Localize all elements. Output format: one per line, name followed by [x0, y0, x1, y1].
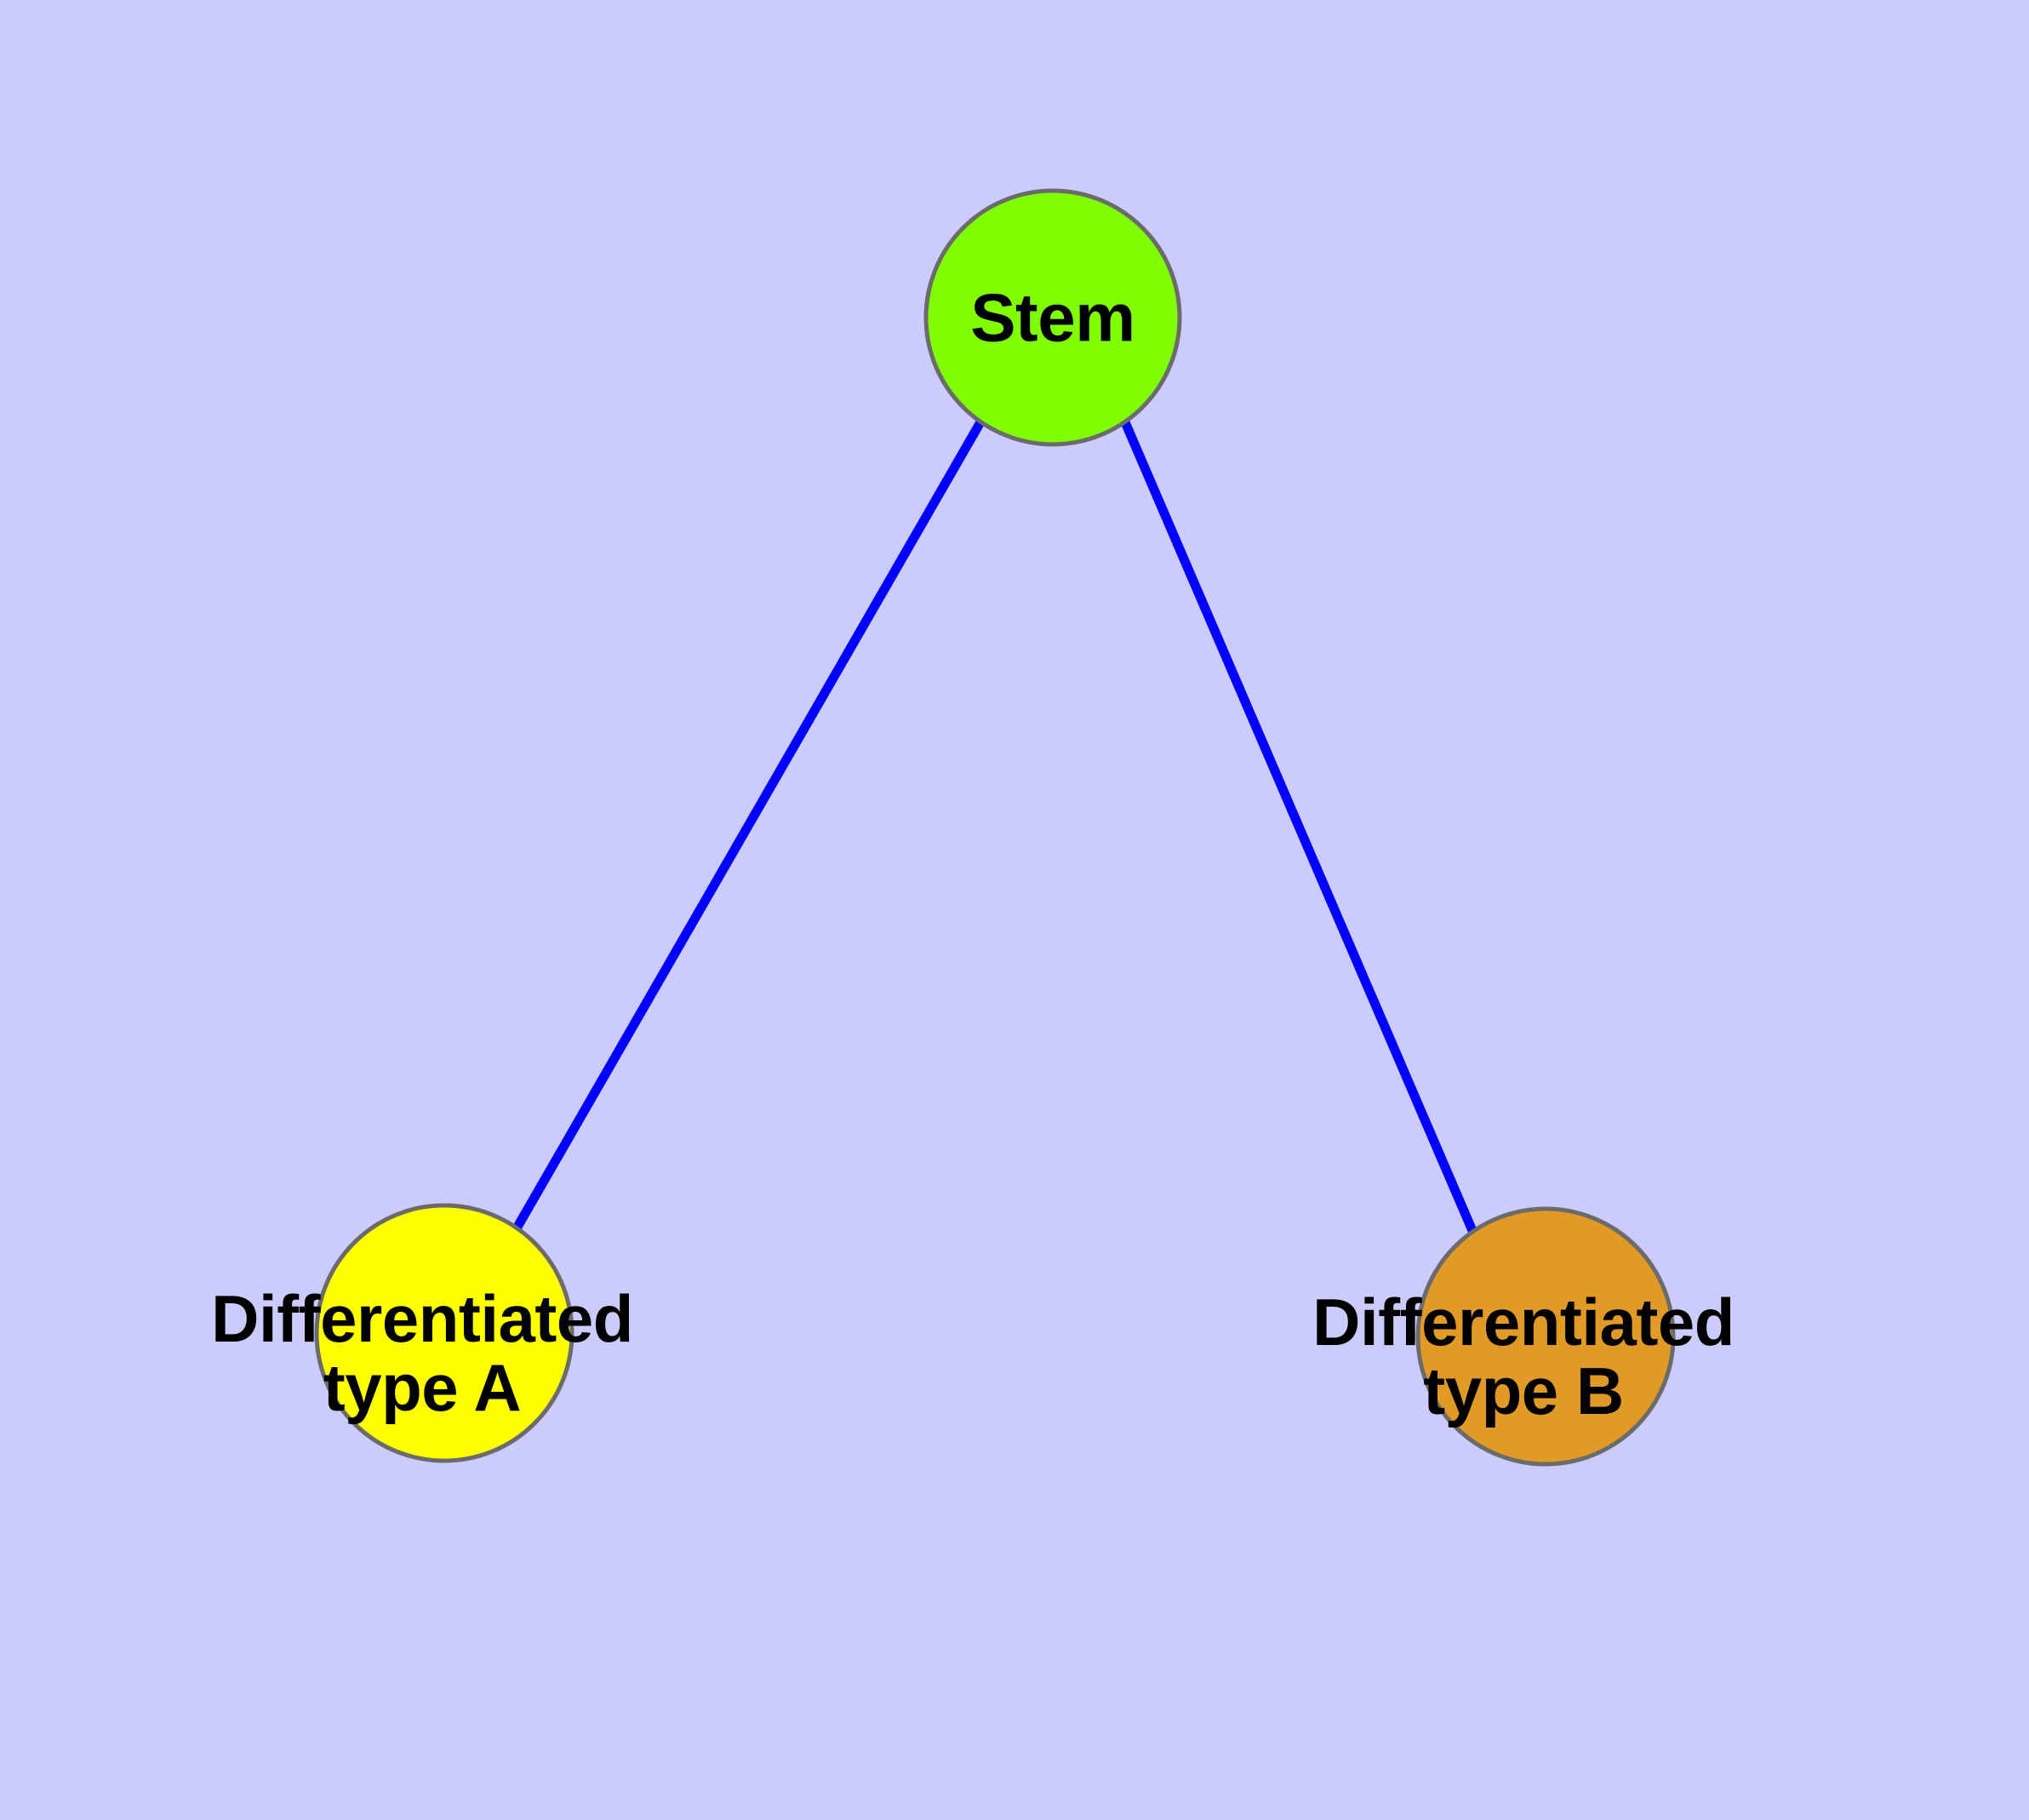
edge-layer [512, 420, 1478, 1235]
node-differentiated-type-b[interactable] [1415, 1206, 1676, 1467]
node-layer [314, 188, 1676, 1467]
node-stem[interactable] [923, 188, 1182, 447]
edge-stem-to-differentiated-type-b[interactable] [1120, 420, 1478, 1235]
edge-stem-to-differentiated-type-a[interactable] [512, 420, 985, 1231]
node-differentiated-type-a[interactable] [314, 1203, 574, 1463]
